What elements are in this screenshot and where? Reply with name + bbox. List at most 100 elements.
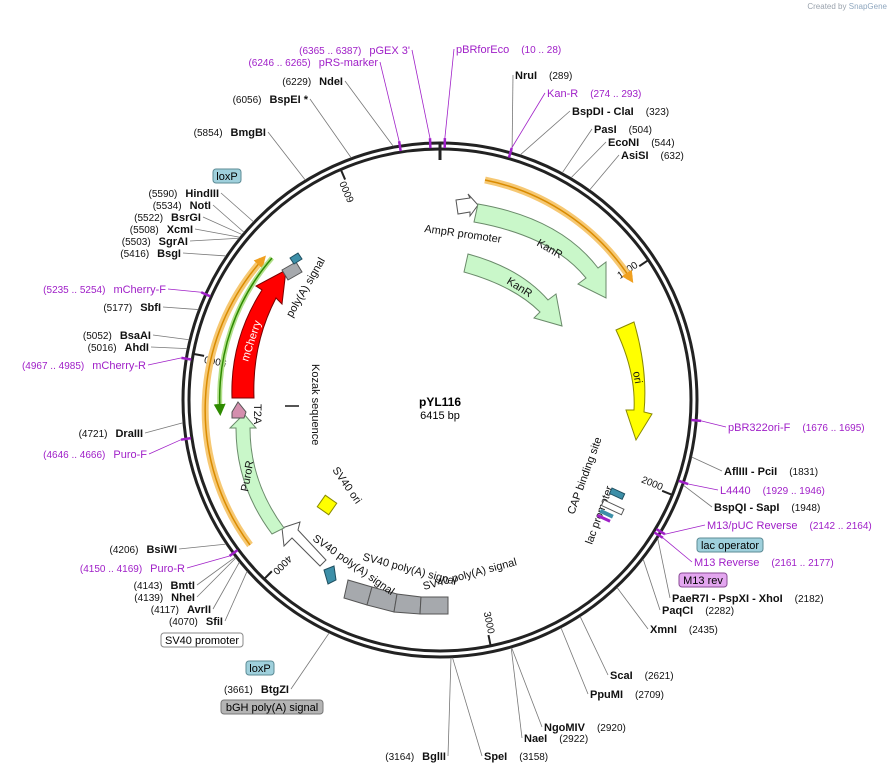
enzyme-label: (5177)SbfI <box>103 302 161 314</box>
enzyme-position: (544) <box>651 138 674 149</box>
enzyme-name: BspEI * <box>269 94 308 106</box>
feature-box <box>696 537 764 553</box>
enzyme-label: (6229)NdeI <box>282 76 343 88</box>
enzyme-position: (3661) <box>224 685 253 696</box>
feature-box-label: loxP <box>216 171 237 183</box>
primer-name: pGEX 3' <box>369 45 410 57</box>
enzyme-label: NaeI(2922) <box>524 733 588 745</box>
feature-box-label: lac operator <box>701 540 759 552</box>
enzyme-connector <box>616 587 649 630</box>
enzyme-label: BspDI - ClaI(323) <box>572 106 669 118</box>
enzyme-connector <box>520 110 571 156</box>
enzyme-label: ScaI(2621) <box>610 670 674 682</box>
primer-connector <box>147 357 182 366</box>
enzyme-connector <box>657 538 671 599</box>
enzyme-connector <box>202 216 243 235</box>
polya-gray-mark <box>281 261 303 281</box>
primer-label: pBRforEco(10 .. 28) <box>456 44 561 56</box>
credit-brand: SnapGene <box>848 2 887 11</box>
enzyme-connector <box>561 128 593 174</box>
kanr-outer-arrow <box>473 203 607 299</box>
enzyme-connector <box>212 204 245 233</box>
plasmid-length: 6415 bp <box>420 410 460 422</box>
plasmid-name: pYL116 <box>419 395 461 409</box>
enzyme-position: (2182) <box>795 594 824 605</box>
snapgene-credit: Created by SnapGene <box>807 2 887 11</box>
primer-name: Kan-R <box>547 88 578 100</box>
tick-mark <box>339 169 347 180</box>
kanr-inner-arrow <box>463 253 563 327</box>
enzyme-connector <box>152 334 190 341</box>
enzyme-label: BspQI - SapI(1948) <box>714 502 820 514</box>
enzyme-connector <box>642 558 661 611</box>
enzyme-connector <box>194 228 240 238</box>
enzyme-name: ScaI <box>610 670 633 682</box>
primer-name: L4440 <box>720 485 751 497</box>
primer-name: M13/pUC Reverse <box>707 520 797 532</box>
enzyme-position: (3164) <box>385 752 414 763</box>
enzyme-label: (5590)HindIII <box>148 188 219 200</box>
primer-connector <box>411 49 431 139</box>
enzyme-connector <box>224 571 248 622</box>
enzyme-label: (5522)BsrGI <box>134 212 201 224</box>
primer-marker <box>653 531 664 539</box>
feature-box-label: SV40 promoter <box>165 635 239 647</box>
primer-connector <box>379 61 400 142</box>
enzyme-name: NgoMIV <box>544 722 586 734</box>
primer-name: Puro-F <box>113 449 147 461</box>
enzyme-position: (2920) <box>597 723 626 734</box>
tick-label: 2000 <box>640 475 665 494</box>
enzyme-name: BspQI - SapI <box>714 502 779 514</box>
primer-name: M13 Reverse <box>694 557 759 569</box>
primer-position: (6365 .. 6387) <box>299 46 361 57</box>
enzyme-connector <box>570 141 607 179</box>
primer-label: (6365 .. 6387) pGEX 3' <box>299 45 410 57</box>
enzyme-name: BglII <box>422 751 446 763</box>
enzyme-name: XmnI <box>650 624 677 636</box>
enzyme-connector <box>579 616 609 676</box>
primer-name: mCherry-R <box>92 360 146 372</box>
enzyme-label: XmnI(2435) <box>650 624 718 636</box>
enzyme-label: (3661) BtgZI <box>224 684 289 696</box>
lac-operator-mark <box>599 509 614 519</box>
enzyme-name: SpeI <box>484 751 507 763</box>
enzyme-connector <box>560 627 589 695</box>
enzyme-connector <box>452 657 483 757</box>
enzyme-connector <box>290 632 330 690</box>
sv40-ori-label: SV40 ori <box>330 465 364 506</box>
primer-connector <box>167 288 202 293</box>
enzyme-position: (3158) <box>519 752 548 763</box>
primer-label: (4646 .. 4666)Puro-F <box>43 449 147 461</box>
enzyme-name: BsaAI <box>120 330 151 342</box>
primer-markers <box>147 48 727 569</box>
enzyme-name: BspDI - ClaI <box>572 106 634 118</box>
primer-connector <box>701 420 727 428</box>
tick-mark <box>263 570 273 580</box>
enzyme-name: AvrII <box>187 604 211 616</box>
enzyme-label: SpeI (3158) <box>484 751 548 763</box>
feature-box <box>678 572 728 588</box>
enzyme-name: AsiSI <box>621 150 649 162</box>
enzyme-connector <box>162 306 199 310</box>
primer-label: (4967 .. 4985)mCherry-R <box>22 360 146 372</box>
enzyme-label: AsiSI(632) <box>621 150 684 162</box>
enzyme-connector <box>511 74 514 153</box>
enzyme-position: (5508) <box>130 225 159 236</box>
sv40-polya-box-3 <box>393 593 422 615</box>
ampr-promoter-arrow <box>455 193 479 218</box>
primer-position: (6246 .. 6265) <box>248 58 310 69</box>
backbone-outer <box>181 141 699 659</box>
enzyme-name: BtgZI <box>261 684 289 696</box>
enzyme-position: (5854) <box>194 128 223 139</box>
enzyme-position: (5534) <box>153 201 182 212</box>
feature-box-label: M13 rev <box>683 575 723 587</box>
enzyme-label-group: NruI(289)BspDI - ClaI(323)PasI(504)EcoNI… <box>79 70 824 763</box>
enzyme-name: XcmI <box>167 224 193 236</box>
enzyme-label: PasI(504) <box>594 124 652 136</box>
tick-mark <box>487 634 492 647</box>
enzyme-name: AflIII - PciI <box>724 466 777 478</box>
enzyme-position: (4721) <box>79 429 108 440</box>
primer-marker <box>678 479 689 486</box>
puror-arrow <box>228 413 285 535</box>
